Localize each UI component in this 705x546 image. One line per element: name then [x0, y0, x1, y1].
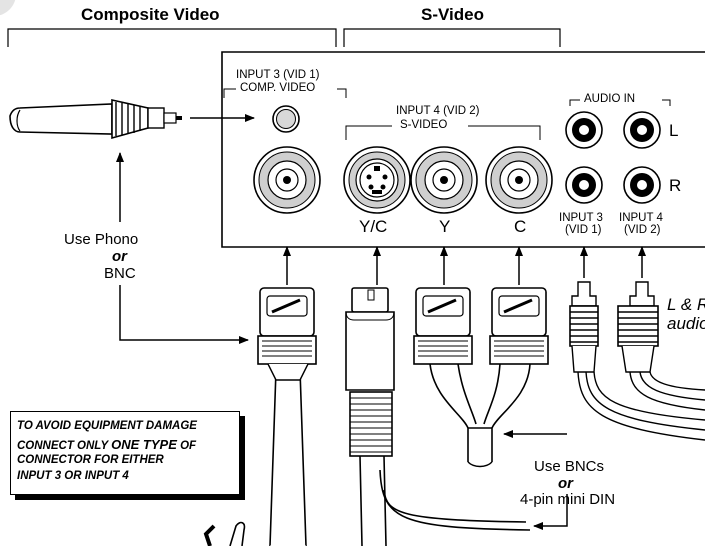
- svideo-jack-yc: [343, 146, 411, 214]
- warning-box: TO AVOID EQUIPMENT DAMAGE CONNECT ONLY O…: [10, 411, 240, 495]
- warning-line-2: CONNECT ONLY ONE TYPE OF: [17, 437, 196, 452]
- bnc-plug-input3: [257, 287, 317, 546]
- audio-input4-label: INPUT 4: [619, 212, 663, 224]
- audio-jack-l-input3: [565, 111, 603, 149]
- audio-in-label: AUDIO IN: [584, 93, 636, 105]
- back-panel: [221, 51, 705, 248]
- audio-input3-sub: (VID 1): [565, 224, 602, 236]
- composite-video-header: Composite Video: [81, 5, 220, 24]
- warning-line-2-post: OF: [176, 440, 197, 452]
- audio-jack-l-input4: [623, 111, 661, 149]
- cable-tip-left: [203, 524, 216, 546]
- audio-jack-r-input4: [623, 166, 661, 204]
- audio-jack-r-input3: [565, 166, 603, 204]
- mini-din-plug: [345, 287, 531, 546]
- use-phono-label: Use Phono: [64, 231, 139, 248]
- bnc-plug-c: [489, 287, 549, 365]
- audio-plug-left: [569, 281, 599, 373]
- y-split-cable: [429, 363, 531, 462]
- warning-emphasis: ONE TYPE: [111, 437, 177, 452]
- audio-l-label: L: [669, 121, 679, 140]
- audio-input3-label: INPUT 3: [559, 212, 603, 224]
- audio-input4-sub: (VID 2): [624, 224, 661, 236]
- phono-jack-input3: [272, 105, 300, 133]
- bnc-jack-c: [485, 146, 553, 214]
- or-label-1: or: [112, 248, 127, 265]
- yc-label: Y/C: [359, 217, 388, 236]
- lr-audio-label-2: audio: [667, 314, 705, 333]
- c-label: C: [514, 217, 527, 236]
- bnc-jack-y: [410, 146, 478, 214]
- cable-end-left: [229, 521, 246, 546]
- bnc-jack-input3: [253, 146, 321, 214]
- audio-r-label: R: [669, 176, 682, 195]
- audio-plug-right: [617, 281, 659, 373]
- input3-title: INPUT 3 (VID 1): [236, 69, 320, 81]
- warning-line-4: INPUT 3 OR INPUT 4: [17, 470, 129, 482]
- composite-bracket: [7, 28, 337, 47]
- or-label-2: or: [558, 475, 573, 492]
- warning-line-1: TO AVOID EQUIPMENT DAMAGE: [17, 420, 197, 432]
- input4-title: INPUT 4 (VID 2): [396, 105, 480, 117]
- input3-sub: COMP. VIDEO: [240, 82, 316, 94]
- corner-mark: [0, 0, 16, 16]
- y-label: Y: [439, 217, 451, 236]
- bnc-label: BNC: [104, 265, 136, 282]
- warning-line-2-pre: CONNECT ONLY: [17, 440, 112, 452]
- bnc-plug-y: [413, 287, 473, 365]
- svideo-header: S-Video: [421, 5, 484, 24]
- phono-plug-cable: [9, 99, 182, 140]
- warning-line-3: CONNECTOR FOR EITHER: [17, 454, 164, 466]
- audio-cables: [577, 371, 705, 441]
- lr-audio-label-1: L & R: [667, 295, 705, 314]
- svideo-bracket: [343, 28, 561, 47]
- use-bncs-label: Use BNCs: [534, 458, 605, 475]
- mini-din-label: 4-pin mini DIN: [520, 491, 616, 508]
- input4-sub: S-VIDEO: [400, 119, 448, 131]
